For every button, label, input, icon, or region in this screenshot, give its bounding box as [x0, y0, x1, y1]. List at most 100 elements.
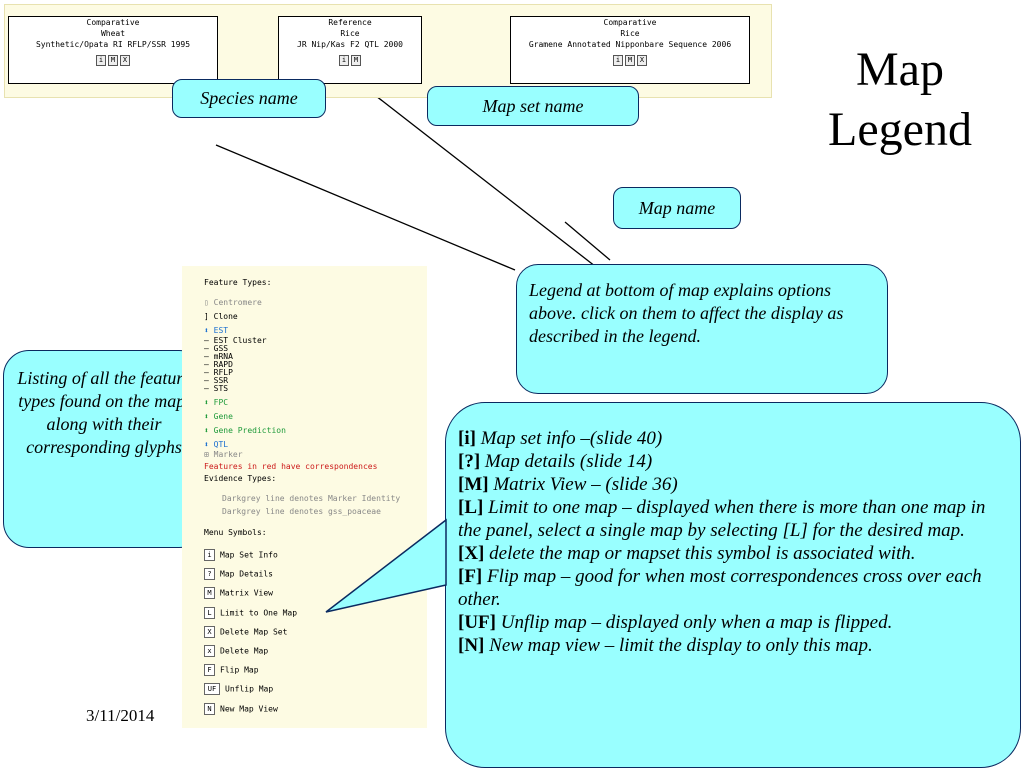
feature-type-item: ] Clone — [204, 312, 238, 322]
feature-glyph-icon: — — [204, 344, 214, 353]
delete-map-set-button[interactable]: X — [637, 55, 647, 66]
feature-type-item: ⬍ QTL — [204, 440, 228, 450]
symbol-key: [N] — [458, 635, 490, 656]
symbol-info-item: [X] delete the map or mapset this symbol… — [458, 542, 1003, 565]
feature-glyph-icon: ⊞ — [204, 450, 214, 459]
symbol-description: Limit to one map – displayed when there … — [458, 497, 986, 541]
feature-type-label: mRNA — [213, 352, 233, 361]
feature-glyph-icon: — — [204, 368, 214, 377]
feature-type-label: FPC — [213, 398, 229, 407]
feature-types-header: Feature Types: — [204, 278, 272, 287]
menu-symbol-icon[interactable]: i — [204, 549, 215, 561]
symbol-key: [F] — [458, 566, 488, 587]
feature-type-item: ⬍ FPC — [204, 398, 228, 408]
menu-symbol-item[interactable]: i Map Set Info — [204, 549, 278, 561]
menu-symbol-icon[interactable]: F — [204, 664, 215, 677]
menu-symbol-label: Matrix View — [220, 588, 273, 598]
species-name-callout: Species name — [172, 79, 326, 118]
map-set-name-callout: Map set name — [427, 86, 639, 126]
symbol-description: Matrix View – (slide 36) — [493, 474, 678, 495]
feature-glyph-icon: — — [204, 376, 214, 385]
menu-symbol-item[interactable]: L Limit to One Map — [204, 606, 298, 619]
feature-type-label: EST Cluster — [213, 336, 267, 345]
legend-panel: Feature Types: ▯ Centromere] Clone⬍ EST—… — [182, 266, 427, 728]
feature-glyph-icon: — — [204, 336, 214, 345]
map-role: Reference — [328, 18, 372, 27]
menu-symbol-item[interactable]: X Delete Map Set — [204, 625, 288, 638]
feature-type-item: ⊞ Marker — [204, 450, 243, 460]
feature-type-label: Gene — [213, 412, 233, 421]
feature-glyph-icon: — — [204, 360, 214, 369]
symbol-info-item: [F] Flip map – good for when most corres… — [458, 565, 1003, 611]
map-set-info-button[interactable]: i — [339, 55, 349, 66]
map-set-name[interactable]: JR Nip/Kas F2 QTL 2000 — [297, 40, 403, 49]
map-species[interactable]: Rice — [620, 29, 640, 38]
evidence-item: Darkgrey line denotes gss_poaceae — [222, 507, 381, 516]
menu-symbol-label: Delete Map — [220, 646, 269, 656]
feature-glyph-icon: — — [204, 384, 214, 393]
matrix-view-button[interactable]: M — [625, 55, 635, 66]
symbol-info-item: [L] Limit to one map – displayed when th… — [458, 496, 1003, 542]
menu-symbol-label: New Map View — [220, 704, 278, 714]
feature-glyph-icon: ⬍ — [204, 326, 214, 335]
map-set-name[interactable]: Synthetic/Opata RI RFLP/SSR 1995 — [35, 40, 191, 49]
map-species[interactable]: Wheat — [100, 29, 126, 38]
feature-type-label: SSR — [213, 376, 229, 385]
menu-symbol-icon[interactable]: X — [204, 625, 215, 638]
menu-symbol-label: Limit to One Map — [220, 608, 298, 618]
symbol-description: Flip map – good for when most correspond… — [458, 566, 982, 610]
map-set-name[interactable]: Gramene Annotated Nipponbare Sequence 20… — [528, 40, 732, 49]
map-box-3[interactable]: Comparative Rice Gramene Annotated Nippo… — [510, 16, 750, 84]
feature-type-item: — GSS — [204, 344, 228, 354]
feature-type-label: EST — [213, 326, 229, 335]
matrix-view-button[interactable]: M — [108, 55, 118, 66]
menu-symbol-label: Delete Map Set — [220, 627, 288, 637]
feature-type-item: — RAPD — [204, 360, 233, 370]
symbol-info-item: [UF] Unflip map – displayed only when a … — [458, 611, 1003, 634]
feature-glyph-icon: ⬍ — [204, 412, 214, 421]
feature-type-item: — STS — [204, 384, 228, 394]
menu-symbol-icon[interactable]: M — [204, 587, 215, 600]
map-role: Comparative — [86, 18, 140, 27]
menu-symbol-label: Map Set Info — [220, 550, 278, 560]
symbol-key: [M] — [458, 474, 494, 495]
feature-type-item: — RFLP — [204, 368, 233, 378]
feature-glyph-icon: — — [204, 352, 214, 361]
feature-type-item: ⬍ Gene — [204, 412, 233, 422]
map-name-callout: Map name — [613, 187, 741, 229]
menu-symbol-icon[interactable]: UF — [204, 683, 220, 696]
map-set-info-button[interactable]: i — [613, 55, 623, 66]
menu-symbol-item[interactable]: F Flip Map — [204, 664, 259, 677]
map-set-info-button[interactable]: i — [96, 55, 106, 66]
matrix-view-button[interactable]: M — [351, 55, 361, 66]
menu-symbol-icon[interactable]: N — [204, 702, 215, 715]
menu-symbol-icon[interactable]: x — [204, 645, 215, 657]
slide-title: Map Legend — [828, 43, 972, 156]
feature-type-item: — EST Cluster — [204, 336, 267, 346]
menu-symbol-item[interactable]: ?Map Details — [204, 568, 273, 581]
menu-symbol-item[interactable]: x Delete Map — [204, 645, 268, 657]
menu-symbol-item[interactable]: N New Map View — [204, 702, 278, 715]
menu-symbol-label: Unflip Map — [225, 684, 274, 694]
delete-map-set-button[interactable]: X — [120, 55, 130, 66]
feature-type-label: GSS — [213, 344, 229, 353]
menu-symbol-icon[interactable]: L — [204, 606, 215, 619]
feature-type-item: ⬍ Gene Prediction — [204, 426, 286, 436]
symbol-key: [?] — [458, 451, 485, 472]
menu-symbol-label: Flip Map — [220, 665, 259, 675]
menu-symbol-icon[interactable]: ? — [204, 568, 215, 581]
red-note: Features in red have correspondences — [204, 462, 378, 471]
feature-glyph-icon: ⬍ — [204, 440, 214, 449]
map-box-1[interactable]: Comparative Wheat Synthetic/Opata RI RFL… — [8, 16, 218, 84]
feature-type-label: Marker — [213, 450, 243, 459]
map-species[interactable]: Rice — [340, 29, 360, 38]
symbol-info-item: [?] Map details (slide 14) — [458, 450, 1003, 473]
menu-symbol-item[interactable]: UF Unflip Map — [204, 683, 274, 696]
feature-type-label: RFLP — [213, 368, 233, 377]
symbol-info-item: [i] Map set info –(slide 40) — [458, 427, 1003, 450]
evidence-header: Evidence Types: — [204, 474, 277, 483]
menu-symbol-item[interactable]: M Matrix View — [204, 587, 273, 600]
symbol-key: [L] — [458, 497, 489, 518]
feature-type-item: ▯ Centromere — [204, 298, 262, 308]
